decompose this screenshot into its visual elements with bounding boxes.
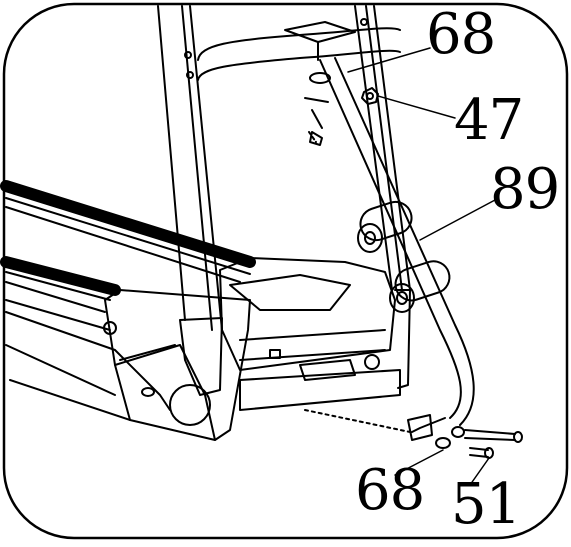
diagram-frame — [2, 2, 569, 540]
top-bracket — [284, 21, 356, 146]
callout-47: 47 — [454, 88, 524, 153]
leader-lines — [347, 47, 496, 486]
treadmill-deck — [0, 180, 256, 421]
callout-68-bottom: 68 — [355, 458, 425, 523]
callout-51: 51 — [451, 472, 521, 537]
foam-rollers — [357, 200, 451, 313]
callout-68-top: 68 — [426, 2, 496, 67]
lower-hardware — [304, 409, 523, 459]
stabilizer-arm — [319, 57, 475, 441]
motor-hood — [219, 257, 401, 411]
nut-47 — [361, 87, 379, 105]
callout-89: 89 — [490, 157, 560, 222]
left-end-cap — [103, 289, 251, 441]
